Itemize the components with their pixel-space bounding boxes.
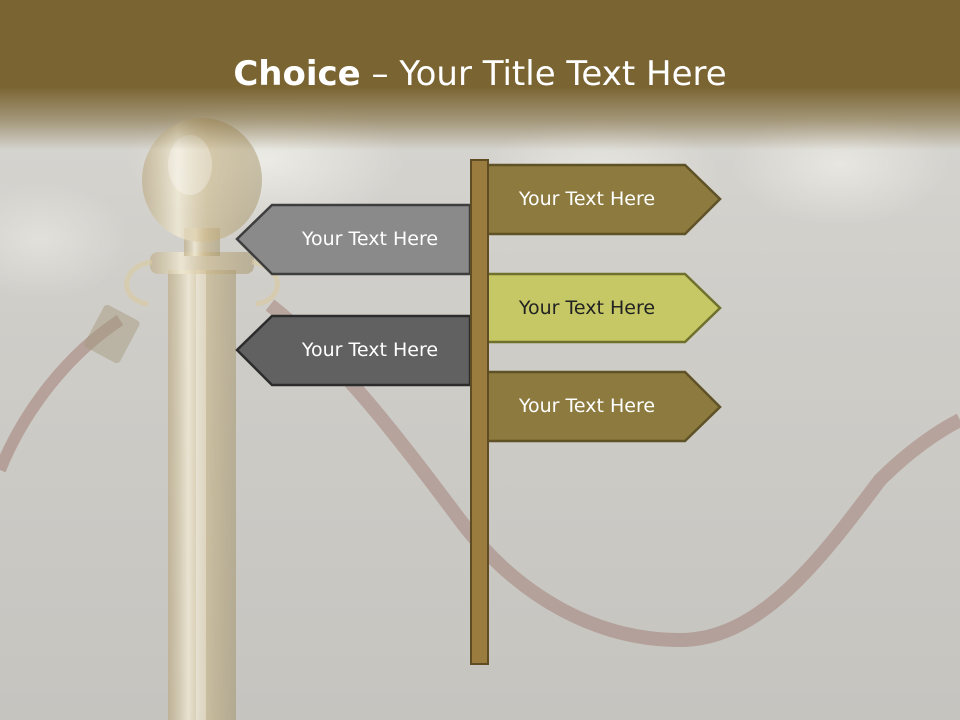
header-band — [0, 0, 960, 150]
sign-right-3-label: Your Text Here — [518, 395, 656, 417]
sign-left-1-label: Your Text Here — [301, 228, 439, 250]
sign-left-2-label: Your Text Here — [301, 339, 439, 361]
signpost-pole — [470, 159, 489, 665]
sign-right-1-label: Your Text Here — [518, 188, 656, 210]
title-rest: – Your Title Text Here — [360, 54, 727, 94]
sign-right-2-label: Your Text Here — [518, 297, 656, 319]
slide-title: Choice – Your Title Text Here — [0, 52, 960, 96]
title-bold: Choice — [233, 54, 361, 94]
